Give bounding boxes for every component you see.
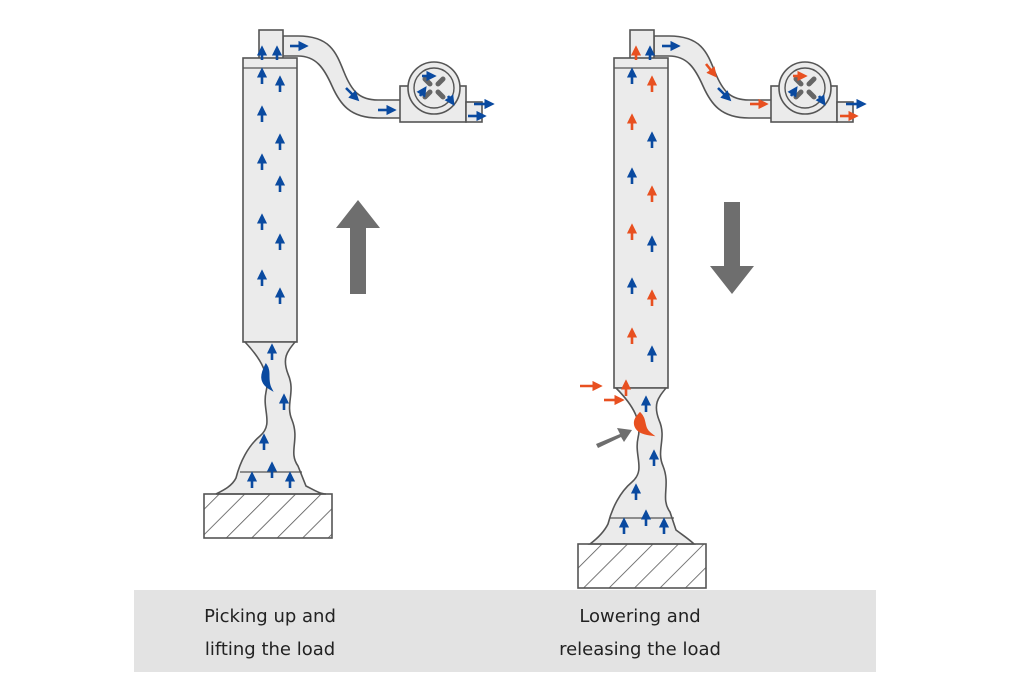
caption-pickup-line1: Picking up and — [204, 606, 336, 627]
right-valve-flap — [633, 411, 656, 437]
caption-band — [134, 590, 876, 672]
left-blower-fan-icon — [399, 61, 483, 123]
caption-release: Lowering and releasing the load — [510, 600, 770, 666]
left-load-block — [203, 493, 333, 539]
left-lifter — [203, 29, 495, 539]
caption-pickup-line2: lifting the load — [204, 639, 336, 660]
caption-release-line2: releasing the load — [559, 639, 721, 660]
right-blower-fan-icon — [770, 61, 854, 123]
caption-pickup: Picking up and lifting the load — [140, 600, 400, 666]
left-valve-flap — [261, 363, 274, 392]
right-airflow-arrows — [580, 40, 867, 534]
down-arrow-icon — [710, 202, 754, 294]
left-hose — [282, 35, 403, 119]
right-load-block — [577, 543, 707, 589]
caption-release-line1: Lowering and — [579, 606, 701, 627]
right-hose — [653, 35, 774, 119]
right-flex-hose — [587, 387, 696, 545]
left-airflow-arrows — [246, 40, 495, 488]
right-lift-tube — [613, 57, 669, 389]
left-lift-tube — [242, 57, 298, 343]
up-arrow-icon — [336, 200, 380, 294]
pointer-arrow-icon — [596, 428, 632, 448]
right-lifter — [577, 29, 867, 589]
